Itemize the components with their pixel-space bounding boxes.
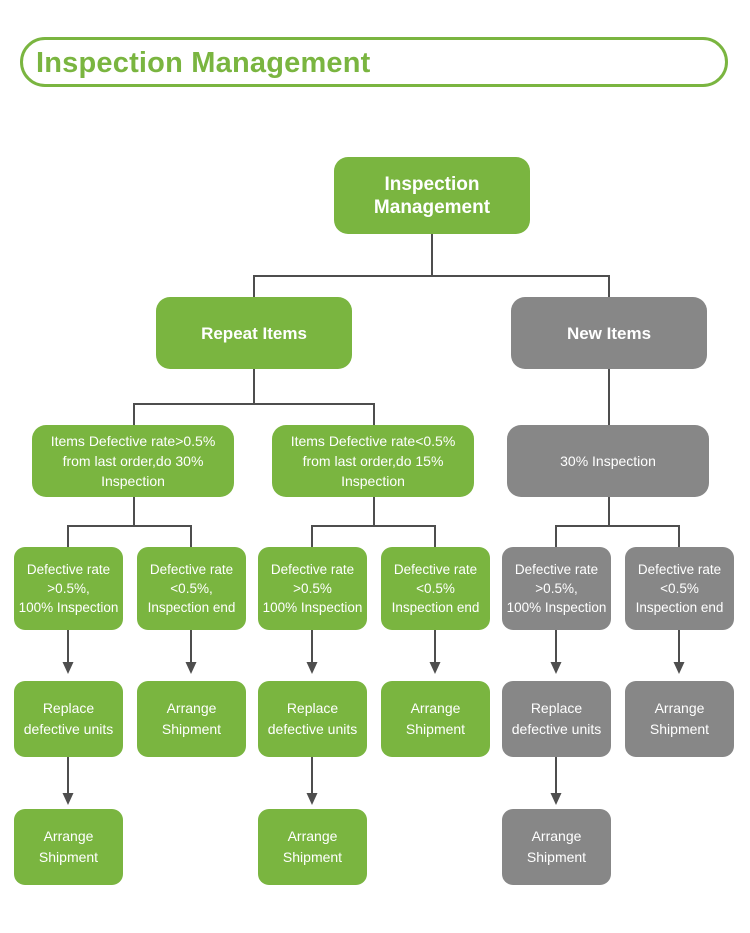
node-label: Defective rate >0.5%, 100% Inspection — [18, 562, 119, 615]
arrow-l5-5-to-l6-3 — [548, 757, 564, 809]
arrow-l4-5-to-l5-5 — [548, 630, 564, 678]
node-inspection-management[interactable]: Inspection Management — [334, 157, 530, 234]
arrow-l4-1-to-l5-1 — [60, 630, 76, 678]
node-l4-defective-lt-1[interactable]: Defective rate <0.5%, Inspection end — [137, 547, 246, 630]
node-label: Defective rate <0.5%, Inspection end — [147, 562, 236, 615]
connector-root-bar — [253, 275, 610, 277]
connector-l3c-stem — [608, 497, 610, 527]
node-l4-defective-lt-3[interactable]: Defective rate <0.5% Inspection end — [625, 547, 734, 630]
node-label: Replace defective units — [23, 700, 114, 737]
node-new-30-percent-inspection[interactable]: 30% Inspection — [507, 425, 709, 497]
connector-l3c-to-l4-6 — [678, 525, 680, 547]
node-l6-arrange-2[interactable]: Arrange Shipment — [258, 809, 367, 885]
node-l5-arrange-2[interactable]: Arrange Shipment — [381, 681, 490, 757]
node-l4-defective-gt-1[interactable]: Defective rate >0.5%, 100% Inspection — [14, 547, 123, 630]
node-l5-replace-2[interactable]: Replace defective units — [258, 681, 367, 757]
connector-root-to-repeat — [253, 275, 255, 297]
node-label: Arrange Shipment — [649, 700, 710, 737]
connector-l3a-bar — [67, 525, 191, 527]
node-l6-arrange-3[interactable]: Arrange Shipment — [502, 809, 611, 885]
node-label: Defective rate >0.5% 100% Inspection — [262, 562, 363, 615]
connector-repeat-bar — [133, 403, 375, 405]
node-l4-defective-lt-2[interactable]: Defective rate <0.5% Inspection end — [381, 547, 490, 630]
node-repeat-low-defect[interactable]: Items Defective rate<0.5% from last orde… — [272, 425, 474, 497]
node-label: Arrange Shipment — [405, 700, 466, 737]
arrow-l4-2-to-l5-2 — [183, 630, 199, 678]
node-repeat-items[interactable]: Repeat Items — [156, 297, 352, 369]
arrow-l5-1-to-l6-1 — [60, 757, 76, 809]
connector-l3b-to-l4-3 — [311, 525, 313, 547]
node-l5-replace-1[interactable]: Replace defective units — [14, 681, 123, 757]
node-l4-defective-gt-2[interactable]: Defective rate >0.5% 100% Inspection — [258, 547, 367, 630]
node-label: Replace defective units — [267, 700, 358, 737]
connector-l3c-bar — [555, 525, 679, 527]
page-title: Inspection Management — [36, 47, 371, 79]
node-label: Items Defective rate>0.5% from last orde… — [50, 433, 216, 489]
node-label: Arrange Shipment — [161, 700, 222, 737]
node-label: Defective rate >0.5%, 100% Inspection — [506, 562, 607, 615]
node-label: 30% Inspection — [560, 453, 656, 469]
node-label: Repeat Items — [201, 323, 307, 343]
node-l5-arrange-3[interactable]: Arrange Shipment — [625, 681, 734, 757]
node-l4-defective-gt-3[interactable]: Defective rate >0.5%, 100% Inspection — [502, 547, 611, 630]
connector-l3a-to-l4-1 — [67, 525, 69, 547]
connector-repeat-to-l3a — [133, 403, 135, 425]
node-label: Arrange Shipment — [38, 828, 99, 865]
connector-new-to-l3c — [608, 369, 610, 425]
connector-l3b-bar — [311, 525, 435, 527]
connector-repeat-to-l3b — [373, 403, 375, 425]
node-l5-replace-3[interactable]: Replace defective units — [502, 681, 611, 757]
node-label: Arrange Shipment — [282, 828, 343, 865]
arrow-l4-6-to-l5-6 — [671, 630, 687, 678]
node-label: Arrange Shipment — [526, 828, 587, 865]
node-label: Replace defective units — [511, 700, 602, 737]
connector-root-stem — [431, 234, 433, 277]
connector-l3b-stem — [373, 497, 375, 527]
connector-l3b-to-l4-4 — [434, 525, 436, 547]
node-label: Defective rate <0.5% Inspection end — [635, 562, 724, 615]
node-label: Inspection Management — [373, 173, 491, 218]
connector-l3a-stem — [133, 497, 135, 527]
header-banner — [20, 37, 728, 87]
node-new-items[interactable]: New Items — [511, 297, 707, 369]
node-label: Items Defective rate<0.5% from last orde… — [290, 433, 456, 489]
arrow-l5-3-to-l6-2 — [304, 757, 320, 809]
connector-repeat-stem — [253, 369, 255, 405]
node-repeat-high-defect[interactable]: Items Defective rate>0.5% from last orde… — [32, 425, 234, 497]
connector-l3a-to-l4-2 — [190, 525, 192, 547]
connector-l3c-to-l4-5 — [555, 525, 557, 547]
node-l5-arrange-1[interactable]: Arrange Shipment — [137, 681, 246, 757]
arrow-l4-4-to-l5-4 — [427, 630, 443, 678]
node-l6-arrange-1[interactable]: Arrange Shipment — [14, 809, 123, 885]
node-label: New Items — [566, 323, 652, 343]
connector-root-to-new — [608, 275, 610, 297]
node-label: Defective rate <0.5% Inspection end — [391, 562, 480, 615]
arrow-l4-3-to-l5-3 — [304, 630, 320, 678]
